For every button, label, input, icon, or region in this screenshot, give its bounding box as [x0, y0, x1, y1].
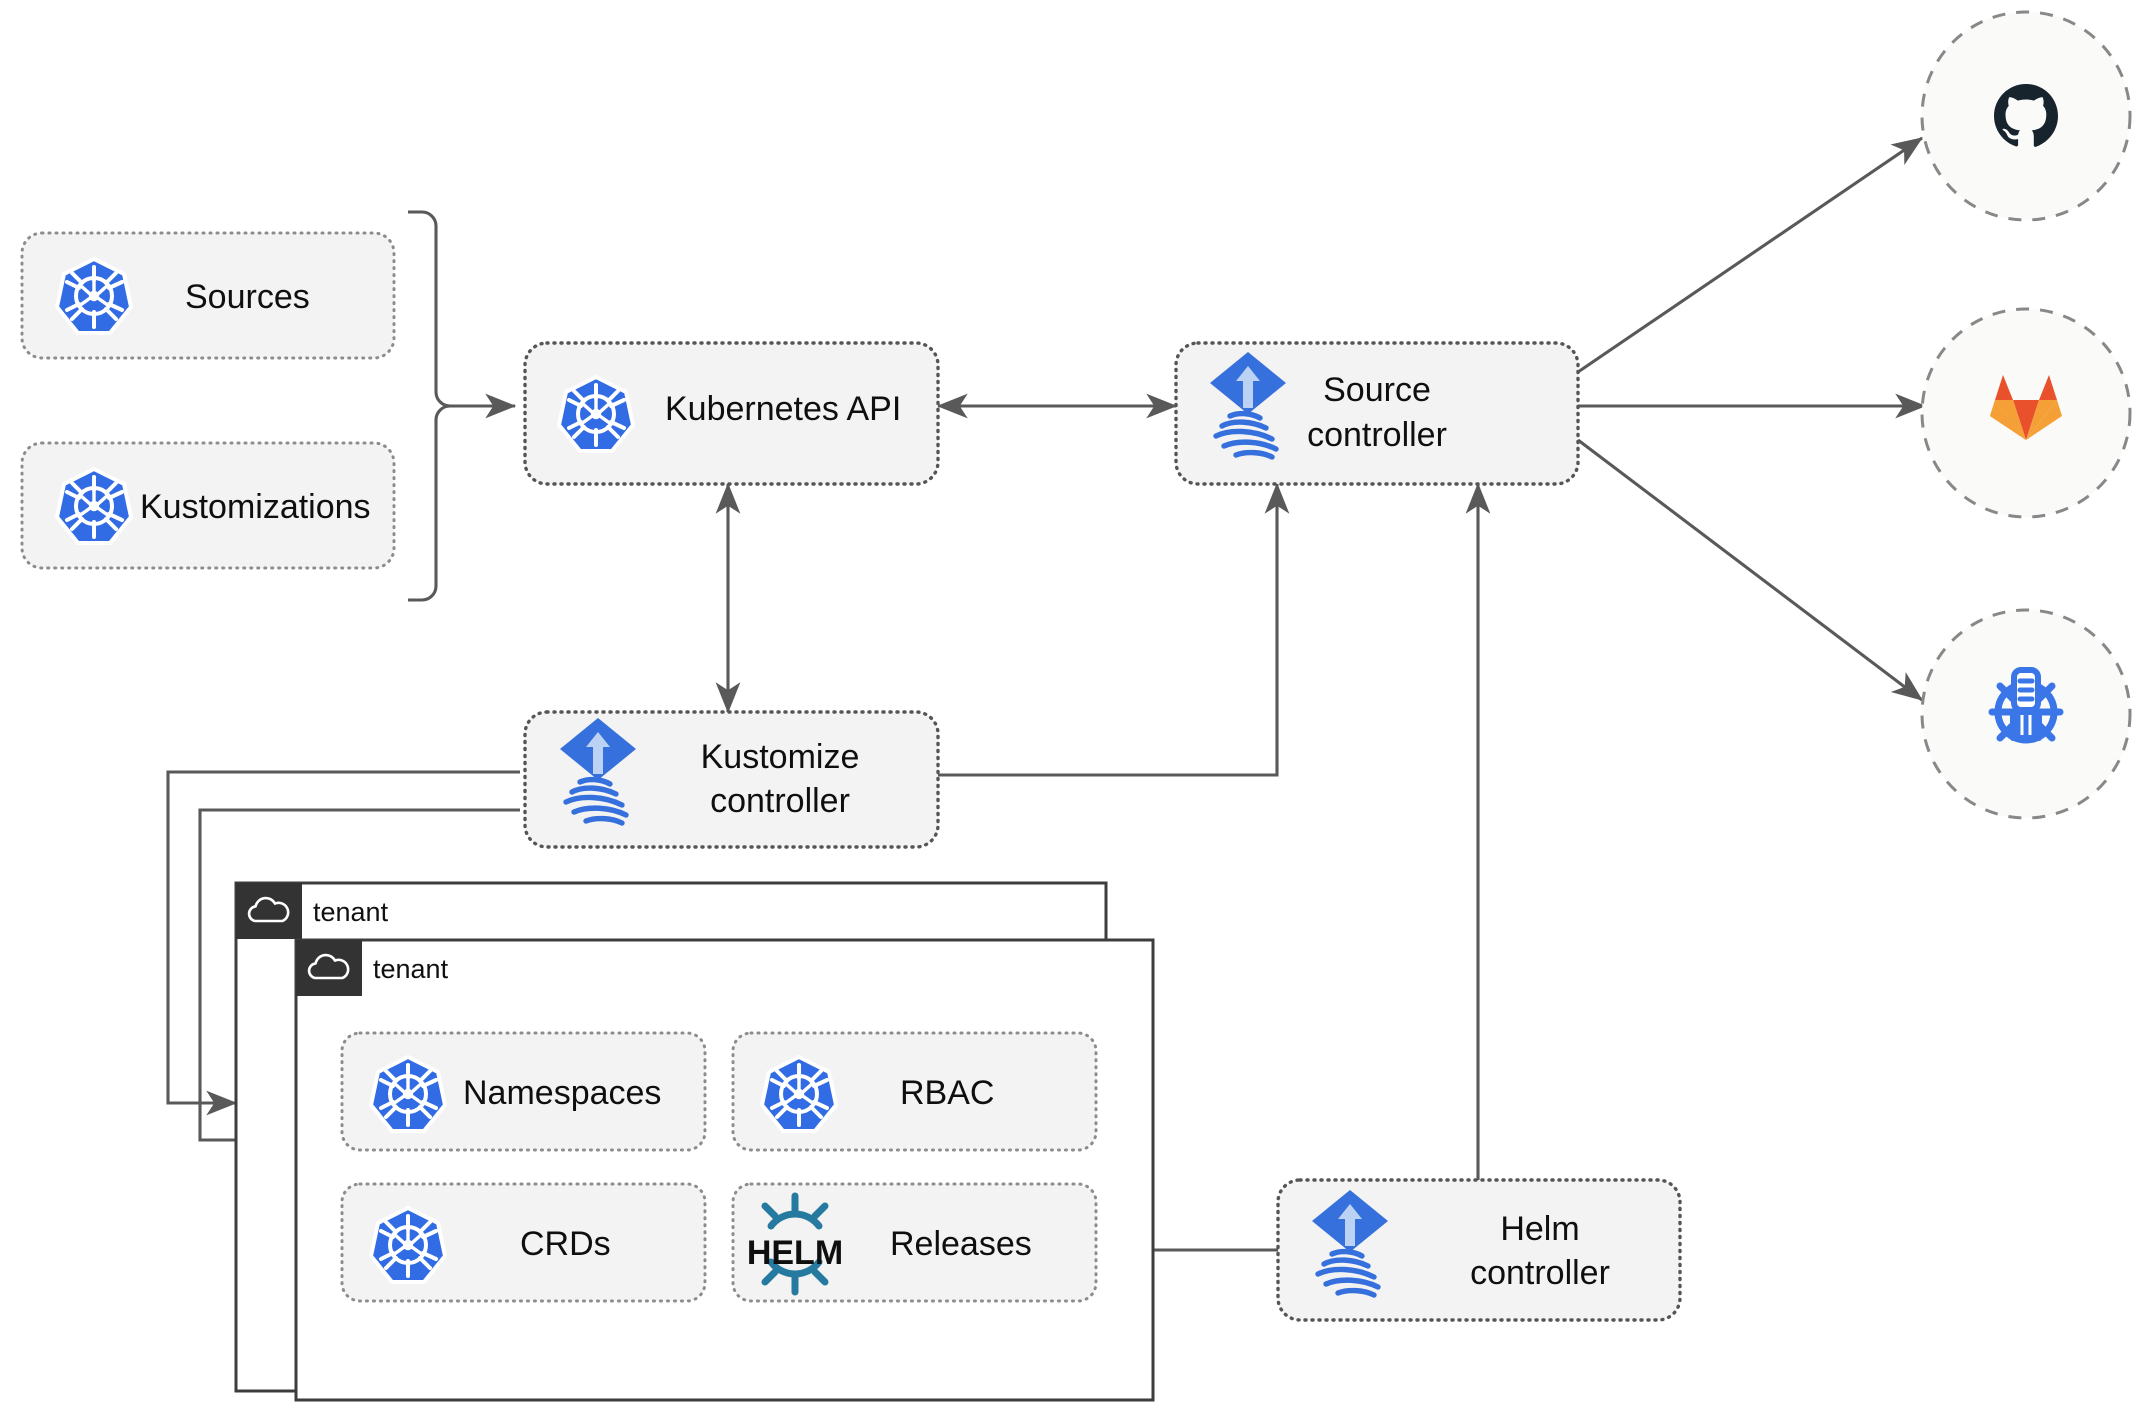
kustomize-controller-label-line1: Kustomize: [701, 738, 860, 776]
rbac-label: RBAC: [900, 1074, 994, 1112]
node-rbac[interactable]: RBAC: [731, 1031, 1098, 1152]
kubernetes-icon: [557, 375, 635, 453]
sources-label: Sources: [185, 278, 310, 316]
helm-icon: HELM: [747, 1196, 843, 1292]
node-source-controller[interactable]: Source controller: [1174, 341, 1580, 486]
source-controller-label-line1: Source: [1323, 371, 1431, 409]
node-oci-bucket[interactable]: [1920, 608, 2132, 820]
helm-controller-label-line1: Helm: [1500, 1210, 1579, 1248]
node-releases[interactable]: HELM Releases: [731, 1182, 1098, 1303]
kubernetes-icon: [369, 1055, 447, 1133]
node-kustomize-controller[interactable]: Kustomize controller: [523, 710, 940, 849]
helm-controller-label-line2: controller: [1470, 1254, 1610, 1292]
releases-box[interactable]: [731, 1182, 1098, 1303]
node-crds[interactable]: CRDs: [340, 1182, 707, 1303]
source-controller-label-line2: controller: [1307, 416, 1447, 454]
releases-label: Releases: [890, 1225, 1032, 1263]
tenant-inner-box[interactable]: [294, 938, 1155, 1402]
kubernetes-icon: [55, 257, 133, 335]
tenant-inner-label: tenant: [373, 954, 449, 984]
edge-source-to-oci: [1577, 438, 1923, 702]
crds-label: CRDs: [520, 1225, 611, 1263]
tenant-inner-badge: [296, 940, 362, 996]
kubernetes-api-label: Kubernetes API: [665, 390, 901, 428]
kubernetes-api-box[interactable]: [523, 341, 940, 486]
tenant-outer-badge: [236, 883, 302, 939]
node-sources[interactable]: Sources: [20, 231, 396, 360]
tenant-outer-label: tenant: [313, 897, 389, 927]
kubernetes-icon: [369, 1206, 447, 1284]
kustomizations-label: Kustomizations: [140, 488, 371, 526]
helm-icon-text: HELM: [747, 1234, 843, 1272]
kustomize-controller-label-line2: controller: [710, 782, 850, 820]
node-github[interactable]: [1920, 10, 2132, 222]
github-circle[interactable]: [1920, 10, 2132, 222]
edge-kustomize-to-source-controller: [938, 482, 1290, 777]
node-kustomizations[interactable]: Kustomizations: [20, 441, 396, 570]
edge-source-to-github: [1577, 136, 1924, 374]
kubernetes-icon: [55, 467, 133, 545]
edge-kustomize-to-tenant-outer: [166, 770, 520, 1116]
node-kubernetes-api[interactable]: Kubernetes API: [523, 341, 940, 486]
node-namespaces[interactable]: Namespaces: [340, 1031, 707, 1152]
kubernetes-icon: [760, 1055, 838, 1133]
node-tenant-inner[interactable]: tenant: [294, 938, 1155, 1402]
namespaces-label: Namespaces: [463, 1074, 661, 1112]
node-gitlab[interactable]: [1920, 307, 2132, 519]
node-helm-controller[interactable]: Helm controller: [1276, 1178, 1682, 1322]
